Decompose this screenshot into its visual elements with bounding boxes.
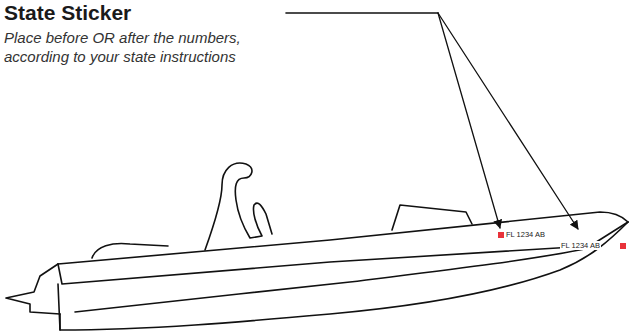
stern [59,314,61,330]
registration-number: FL 1234 AB [505,230,546,239]
tower [205,163,272,250]
hull [58,222,628,330]
swim-platform [6,264,60,314]
instruction-note: Place before OR after the numbers, accor… [4,28,294,66]
leader-line [286,12,438,14]
chine-line [75,248,590,312]
state-sticker [498,232,504,238]
leader-line [438,13,578,229]
state-sticker [620,243,626,249]
sheer-line [58,222,628,284]
registration-number: FL 1234 AB [560,241,601,250]
title: State Sticker [4,1,131,25]
leader-line [438,13,500,228]
